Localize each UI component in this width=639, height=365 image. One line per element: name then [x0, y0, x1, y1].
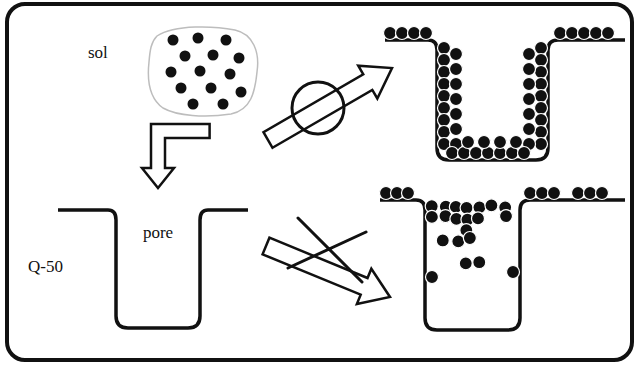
sol-particle: [180, 51, 191, 62]
result-arrows: [263, 66, 392, 304]
particle: [523, 93, 536, 106]
particle: [420, 27, 433, 40]
sol-particle: [168, 35, 179, 46]
substrate-surface: [58, 208, 248, 212]
particle: [523, 63, 536, 76]
particle: [438, 126, 451, 139]
particle: [523, 78, 536, 91]
coated-pore: [385, 40, 625, 160]
circle-mark: [292, 82, 344, 134]
particle: [438, 42, 451, 55]
particle: [426, 271, 439, 284]
particle: [535, 54, 548, 67]
sol-particle: [195, 66, 206, 77]
sol-particle: [208, 50, 219, 61]
particle: [523, 123, 536, 136]
particle: [584, 187, 597, 200]
particle: [460, 201, 473, 214]
particle: [462, 136, 475, 149]
particle: [473, 256, 486, 269]
particle: [535, 42, 548, 55]
particle: [510, 136, 523, 149]
clogged-pore: [380, 200, 625, 330]
cross-mark: [288, 218, 366, 282]
particle: [450, 78, 463, 91]
particle: [438, 114, 451, 127]
sol-particle: [218, 99, 229, 110]
sol-outline: [148, 27, 257, 116]
particle: [450, 123, 463, 136]
material-label: Q-50: [28, 258, 63, 277]
particle: [596, 187, 609, 200]
sol-particle: [206, 83, 217, 94]
particle: [494, 136, 507, 149]
particle: [523, 48, 536, 61]
particle: [500, 210, 513, 223]
particle: [459, 257, 472, 270]
particle: [535, 78, 548, 91]
pore-shape: pore: [108, 188, 208, 335]
particle: [535, 90, 548, 103]
sol-particle: [236, 87, 247, 98]
particle: [518, 147, 531, 160]
particle: [446, 147, 459, 160]
particle: [535, 66, 548, 79]
outer-frame: [7, 4, 632, 360]
success-arrow: [263, 66, 392, 148]
particle: [450, 63, 463, 76]
particle: [471, 212, 484, 225]
particle: [535, 102, 548, 115]
sol-particle: [225, 69, 236, 80]
particle: [408, 27, 421, 40]
sol-particle: [221, 35, 232, 46]
particle: [507, 266, 520, 279]
particle: [572, 187, 585, 200]
particle: [554, 27, 567, 40]
particle: [450, 48, 463, 61]
sol-particle: [176, 83, 187, 94]
particle: [450, 93, 463, 106]
particle: [450, 108, 463, 121]
particle: [535, 138, 548, 151]
particle: [402, 187, 415, 200]
particle: [485, 199, 498, 212]
particle: [438, 66, 451, 79]
sol-particle: [193, 33, 204, 44]
pore-outline: [108, 210, 208, 328]
particle: [438, 78, 451, 91]
sol-particle: [166, 67, 177, 78]
node-label: sol: [88, 44, 108, 63]
particle: [436, 234, 449, 247]
node-outline: [108, 188, 208, 335]
particle: [535, 126, 548, 139]
node-label: pore: [143, 224, 173, 243]
particle: [566, 27, 579, 40]
particle: [438, 102, 451, 115]
particle: [535, 114, 548, 127]
particle: [478, 136, 491, 149]
sol-particle: [234, 53, 245, 64]
particle: [384, 27, 397, 40]
node-outline: [85, 22, 263, 122]
particle: [578, 27, 591, 40]
particle: [548, 187, 561, 200]
particle: [523, 108, 536, 121]
particle: [470, 147, 483, 160]
particle: [425, 210, 438, 223]
particle: [452, 235, 465, 248]
particle: [438, 90, 451, 103]
particle: [438, 54, 451, 67]
sol-particle: [188, 99, 199, 110]
particle: [524, 187, 537, 200]
particle-group: [380, 27, 615, 284]
sol-blob: sol: [85, 22, 263, 122]
particle: [463, 232, 476, 245]
process-arrow: [142, 124, 210, 188]
particle: [590, 27, 603, 40]
particle: [396, 27, 409, 40]
particle: [536, 187, 549, 200]
particle: [602, 27, 615, 40]
